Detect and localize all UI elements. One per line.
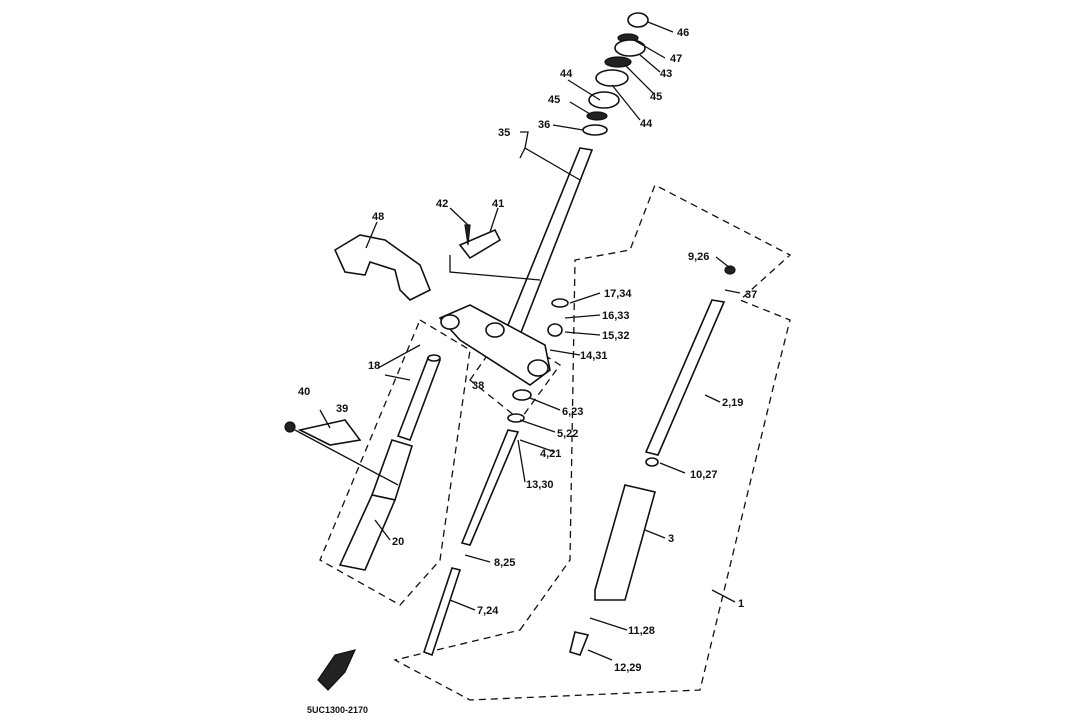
label-4-21: 4,21 <box>540 448 561 460</box>
part-12-bolt <box>569 631 590 656</box>
label-3: 3 <box>668 533 674 545</box>
label-38: 38 <box>472 380 484 392</box>
assembly-boundary-left <box>319 319 471 606</box>
part-2-inner-tube <box>644 299 726 456</box>
label-35: 35 <box>498 127 510 139</box>
label-45-lower: 45 <box>548 94 560 106</box>
label-48: 48 <box>372 211 384 223</box>
label-47: 47 <box>670 53 682 65</box>
label-20: 20 <box>392 536 404 548</box>
label-40: 40 <box>298 386 310 398</box>
label-16-33: 16,33 <box>602 310 630 322</box>
part-43-ring-nut <box>614 39 646 57</box>
stack-parts <box>582 12 649 136</box>
label-41: 41 <box>492 198 504 210</box>
part-35-steering-stem <box>438 147 594 386</box>
label-8-25: 8,25 <box>494 557 515 569</box>
label-42: 42 <box>436 198 448 210</box>
label-44-upper: 44 <box>560 68 573 80</box>
label-6-23: 6,23 <box>562 406 583 418</box>
part-48-bracket <box>333 234 432 301</box>
label-46: 46 <box>677 27 689 39</box>
label-2-19: 2,19 <box>722 397 743 409</box>
assembly-boundary-right <box>393 184 792 701</box>
label-44-lower: 44 <box>640 118 653 130</box>
label-43: 43 <box>660 68 672 80</box>
part-46-nut <box>627 12 649 28</box>
part-44-race-lower <box>588 91 620 109</box>
label-15-32: 15,32 <box>602 330 630 342</box>
part-40-screw <box>284 421 296 433</box>
part-39-reflector-bracket <box>297 419 362 446</box>
label-39: 39 <box>336 403 348 415</box>
part-44-race <box>595 69 629 87</box>
drawing-code: 5UC1300-2170 <box>307 705 368 715</box>
label-7-24: 7,24 <box>477 605 499 617</box>
label-45-upper: 45 <box>650 91 662 103</box>
part-36-bearing <box>582 124 608 136</box>
part-7-rod <box>422 567 462 657</box>
label-9-26: 9,26 <box>688 251 709 263</box>
part-41-clamp <box>458 228 502 260</box>
part-13-damper-rod <box>460 429 520 546</box>
label-10-27: 10,27 <box>690 469 718 481</box>
label-17-34: 17,34 <box>604 288 632 300</box>
leader-lines <box>294 21 741 661</box>
label-11-28: 11,28 <box>628 625 655 637</box>
part-3-outer-tube <box>594 484 656 601</box>
label-13-30: 13,30 <box>526 479 554 491</box>
label-18: 18 <box>368 360 380 372</box>
label-12-29: 12,29 <box>614 662 642 674</box>
label-36: 36 <box>538 119 550 131</box>
label-14-31: 14,31 <box>580 350 608 362</box>
left-fork <box>338 354 442 571</box>
label-5-22: 5,22 <box>557 428 578 440</box>
label-37: 37 <box>745 289 757 301</box>
front-arrow-icon <box>317 649 357 691</box>
label-1: 1 <box>738 598 744 610</box>
